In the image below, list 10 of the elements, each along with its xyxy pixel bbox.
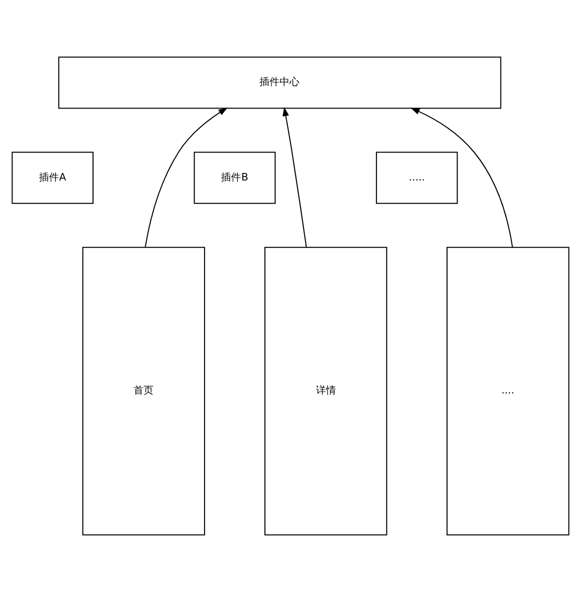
node-box: 插件A (12, 151, 94, 204)
node-box: 详情 (264, 246, 388, 535)
node-box: ..... (376, 151, 458, 204)
arrow (144, 107, 228, 247)
node-box: 首页 (82, 246, 206, 535)
node-box: .... (446, 246, 570, 535)
arrow (410, 107, 513, 247)
node-box: 插件中心 (58, 56, 502, 108)
arrow (282, 106, 307, 247)
node-box: 插件B (194, 151, 276, 204)
